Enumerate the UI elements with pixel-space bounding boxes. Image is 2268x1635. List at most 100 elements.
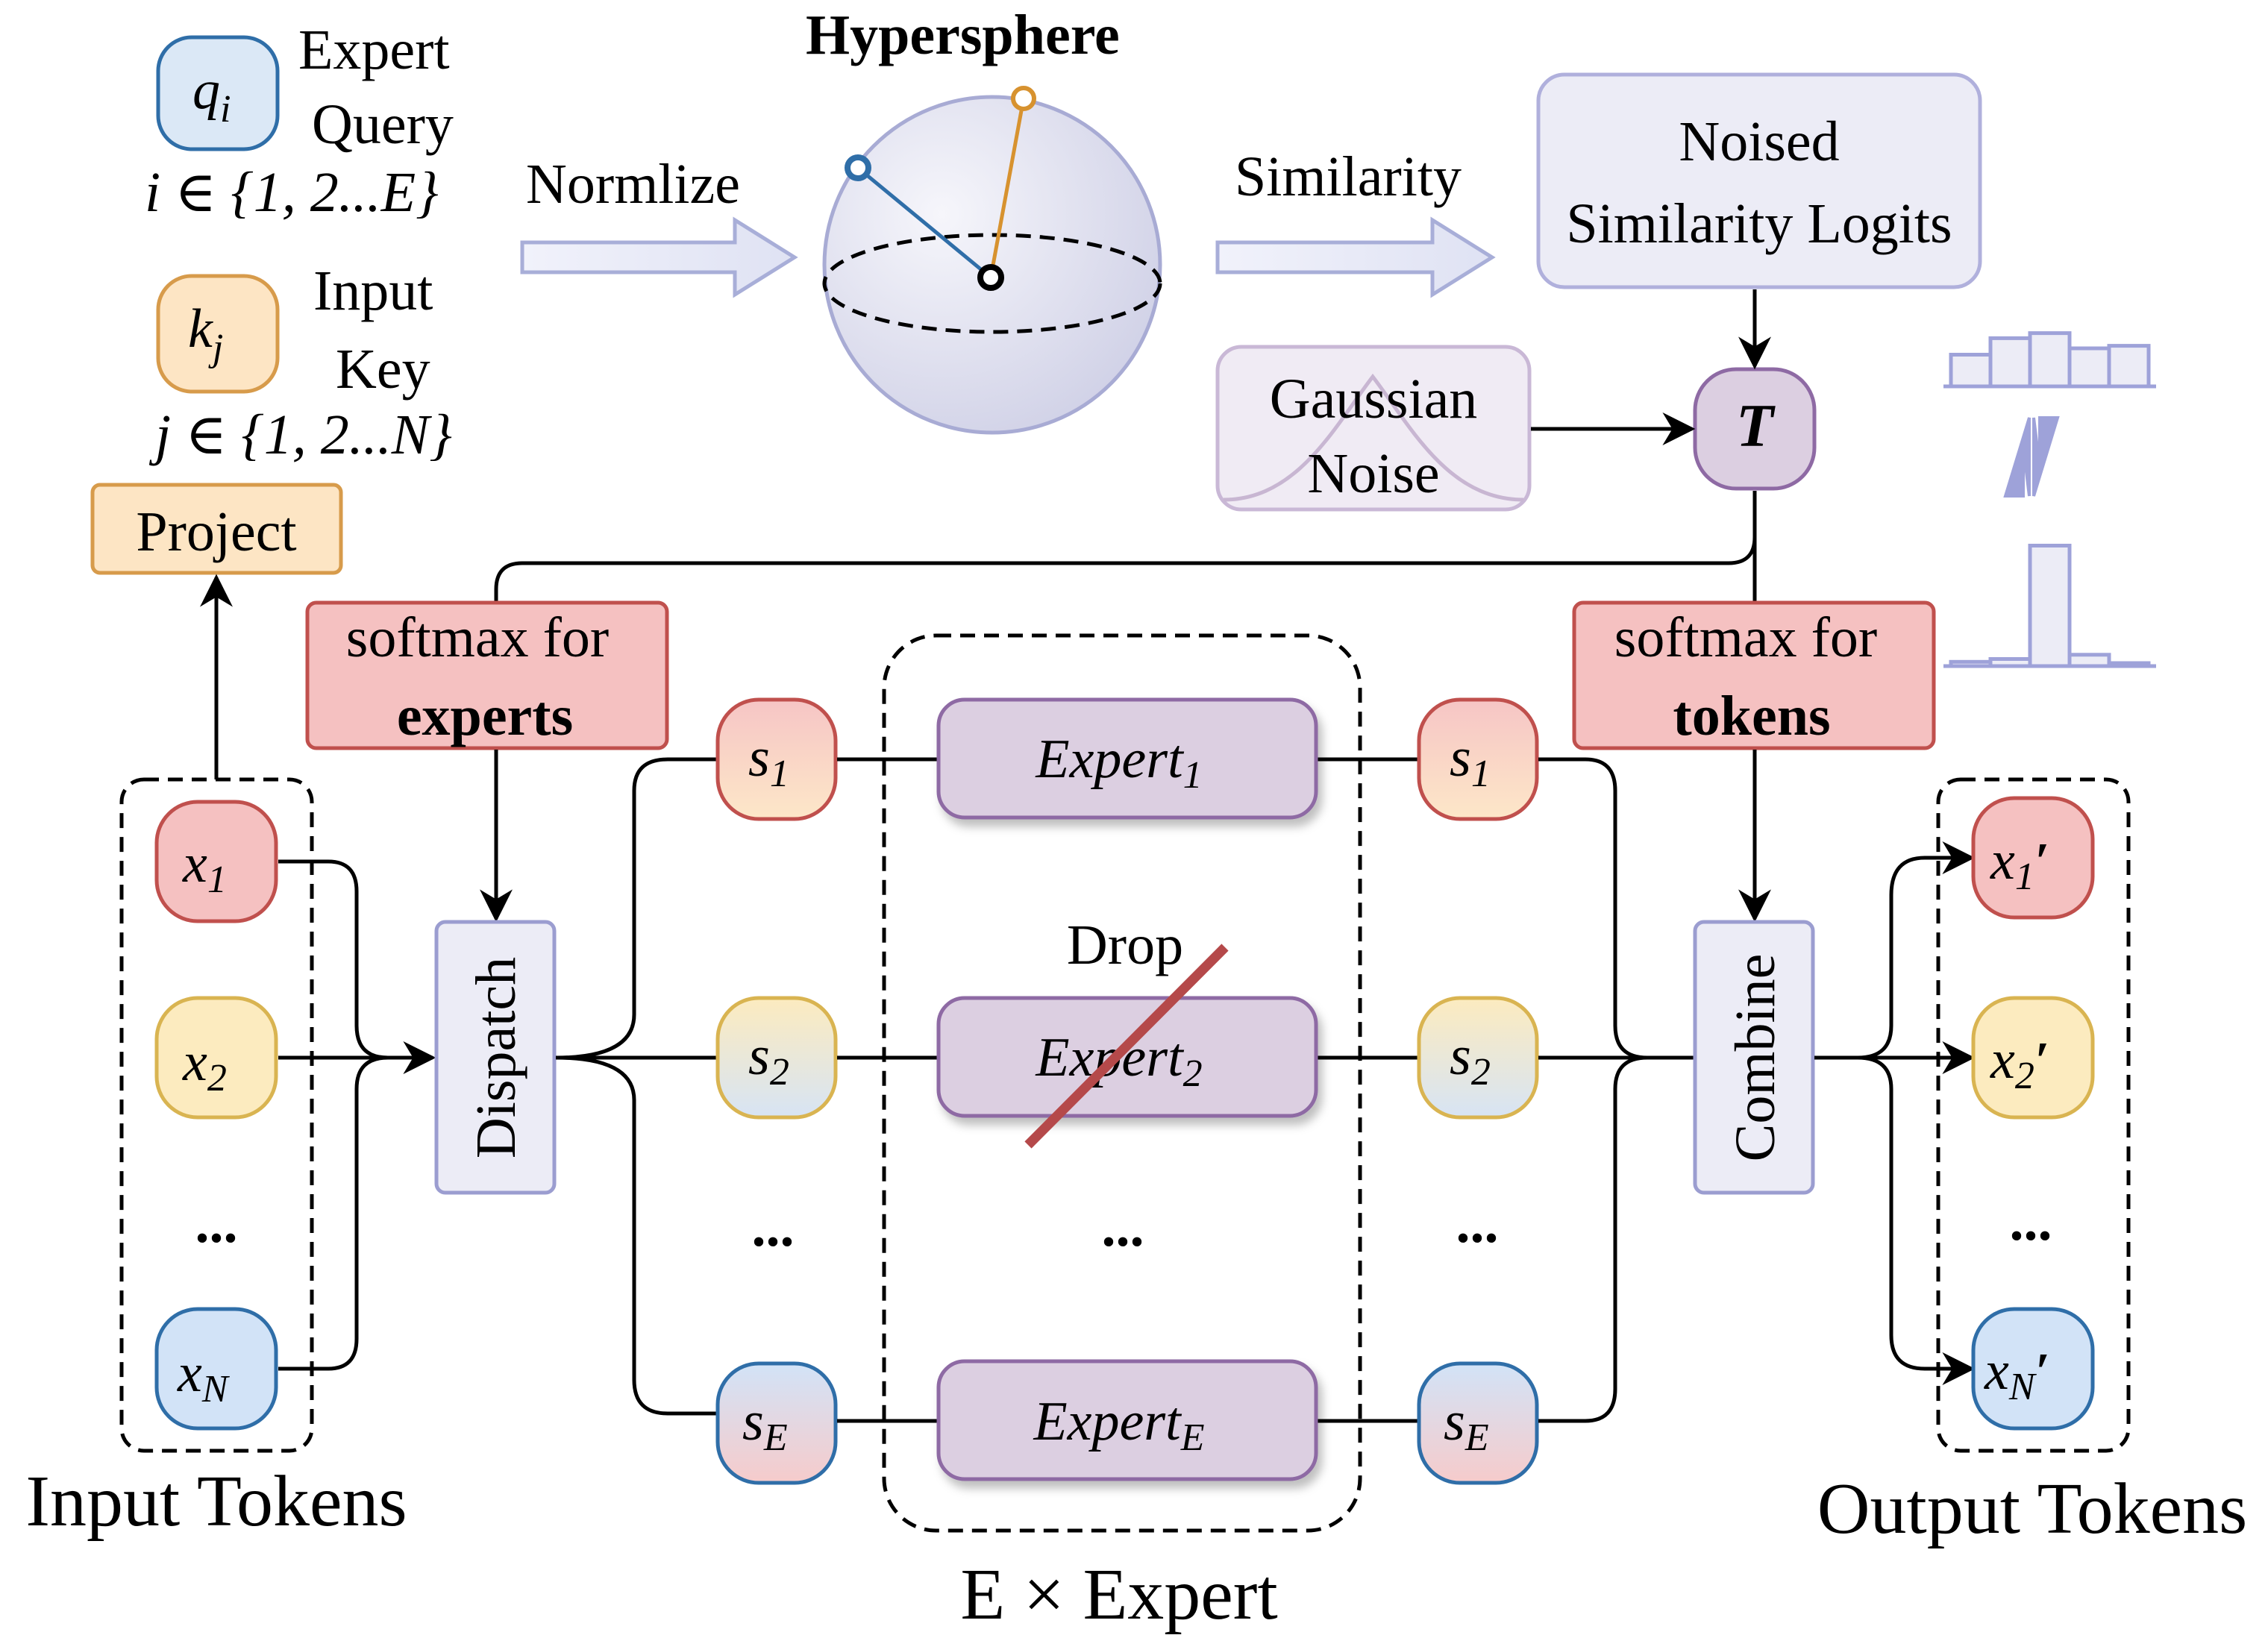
expert-query-label-line2: Query: [312, 93, 454, 156]
legend: qi Expert Query i ∈ {1, 2...E} kj Input …: [145, 19, 454, 466]
expert-2: [936, 996, 1318, 1118]
right-score-s1: [1417, 697, 1539, 821]
combine-to-output-edges: [1814, 841, 1976, 1385]
input-token-x2: [154, 996, 278, 1120]
logits-label-line2: Similarity Logits: [1566, 192, 1952, 255]
input-token-ellipsis: ...: [195, 1192, 238, 1255]
output-token-ellipsis: ...: [2010, 1190, 2052, 1252]
softmax-tokens-box: [1572, 600, 1936, 750]
score-to-combine-edges: [1538, 757, 1694, 1423]
left-score-list: s1 s2 ... sE: [715, 697, 838, 1485]
distribution-before-bar-1: [1949, 353, 1993, 389]
drop-label: Drop: [1067, 914, 1183, 976]
output-token-x2: [1971, 996, 2095, 1120]
left-score-s2-label: s2: [748, 1026, 789, 1093]
right-score-s2: [1417, 996, 1539, 1120]
edge-xN-dispatch: [278, 1055, 389, 1371]
distribution-after-histogram: [1943, 544, 2156, 668]
right-score-s1-label: s1: [1450, 727, 1491, 795]
input-key-range: j ∈ {1, 2...N}: [148, 404, 452, 466]
output-token-list: x1′ x2′ ... xN′: [1971, 796, 2095, 1431]
output-token-x2-label: x2′: [1990, 1029, 2049, 1097]
dispatch-box: [434, 920, 557, 1195]
left-score-ellipsis: ...: [752, 1196, 795, 1258]
distribution-icons: [1943, 331, 2156, 668]
drop-strike: [1024, 944, 1229, 1149]
input-tokens-group: [119, 777, 314, 1453]
noised-similarity-logits-box: [1536, 72, 1982, 289]
exchange-arrows: [2003, 416, 2060, 498]
dispatch-to-score-edges: [555, 757, 716, 1416]
edge-sE-combine: [1538, 1055, 1648, 1423]
input-key-label-line2: Key: [336, 338, 430, 401]
softmax-experts-box: [305, 600, 669, 750]
combine-label: Combine: [1724, 954, 1787, 1162]
temperature-fanout: [494, 491, 1757, 603]
input-key-symbol: kj: [188, 298, 223, 369]
expert-2-label: Expert2: [1035, 1027, 1202, 1095]
right-score-s2-label: s2: [1450, 1026, 1491, 1093]
output-token-x1-label: x1′: [1990, 830, 2049, 898]
dispatch-label: Dispatch: [465, 957, 527, 1158]
distribution-before-bar-3: [2028, 331, 2072, 389]
right-score-list: s1 s2 ... sE: [1417, 697, 1539, 1485]
expert-group-caption: E × Expert: [960, 1554, 1277, 1635]
expert-1-label: Expert1: [1035, 729, 1202, 797]
edge-combine-xNout: [1814, 1055, 1976, 1385]
edge-s1-combine: [1538, 757, 1648, 1060]
gaussian-noise-box: [1215, 345, 1532, 512]
distribution-before-bar-2: [1988, 336, 2032, 389]
expert-query-range: i ∈ {1, 2...E}: [145, 161, 439, 224]
input-token-list: x1 x2 ... xN: [154, 800, 278, 1431]
gaussian-curve: [1223, 373, 1524, 502]
project-box: [90, 483, 343, 575]
exchange-arrow-down: [2032, 416, 2060, 497]
edge-combine-x1out: [1814, 841, 1976, 1060]
output-tokens-caption: Output Tokens: [1817, 1469, 2248, 1549]
noise-label-line1: Gaussian: [1270, 368, 1478, 430]
left-score-sE: [715, 1361, 838, 1485]
temperature-to-softmax-experts: [494, 491, 1757, 603]
exchange-arrow-up: [2003, 417, 2031, 498]
left-score-sE-label: sE: [742, 1391, 788, 1459]
hypersphere-origin: [977, 264, 1004, 291]
score-expert-edges: [837, 757, 1418, 1423]
edge-dispatch-s1: [555, 757, 716, 1060]
output-token-xN: [1971, 1307, 2095, 1431]
key-vector: [989, 98, 1026, 278]
input-key-node: [156, 274, 280, 394]
edge-dispatch-sE: [555, 1055, 716, 1416]
project-label: Project: [136, 500, 296, 563]
hypersphere-title: Hypersphere: [806, 4, 1120, 66]
distribution-before-histogram: [1943, 331, 2156, 389]
expert-query-node: [156, 35, 280, 151]
distribution-before-bar-5: [2107, 344, 2151, 389]
query-point: [845, 154, 871, 181]
temperature-symbol: T: [1736, 392, 1776, 459]
input-key-label-line1: Input: [313, 260, 433, 322]
edge-x1-dispatch: [278, 859, 389, 1060]
similarity-label: Similarity: [1235, 145, 1462, 208]
expert-group: [882, 633, 1362, 1533]
expert-1: [936, 697, 1318, 820]
logits-label-line1: Noised: [1679, 110, 1839, 173]
softmax-tokens-line2: tokens: [1673, 685, 1830, 747]
expert-query-label-line1: Expert: [298, 19, 450, 81]
right-score-ellipsis: ...: [1456, 1192, 1499, 1255]
softmax-experts-line2: experts: [397, 685, 573, 747]
hypersphere-equator: [822, 233, 1162, 334]
left-score-s2: [715, 996, 838, 1120]
expert-query-symbol: qi: [192, 60, 231, 131]
left-score-s1-label: s1: [748, 727, 789, 795]
expert-list: Expert1 Expert2 Drop ... ExpertE: [936, 697, 1318, 1481]
query-vector: [856, 166, 992, 279]
softmax-experts-line1: softmax for: [346, 606, 609, 669]
expert-E-label: ExpertE: [1033, 1391, 1204, 1459]
similarity-arrow: [1215, 216, 1496, 298]
top-flow: Normlize Hypersphere Similarity Noised S…: [520, 4, 1982, 512]
output-tokens-group: [1936, 777, 2131, 1453]
expert-ellipsis: ...: [1102, 1196, 1144, 1258]
distribution-after-bar-3: [2028, 544, 2072, 668]
output-token-x1: [1971, 796, 2095, 920]
